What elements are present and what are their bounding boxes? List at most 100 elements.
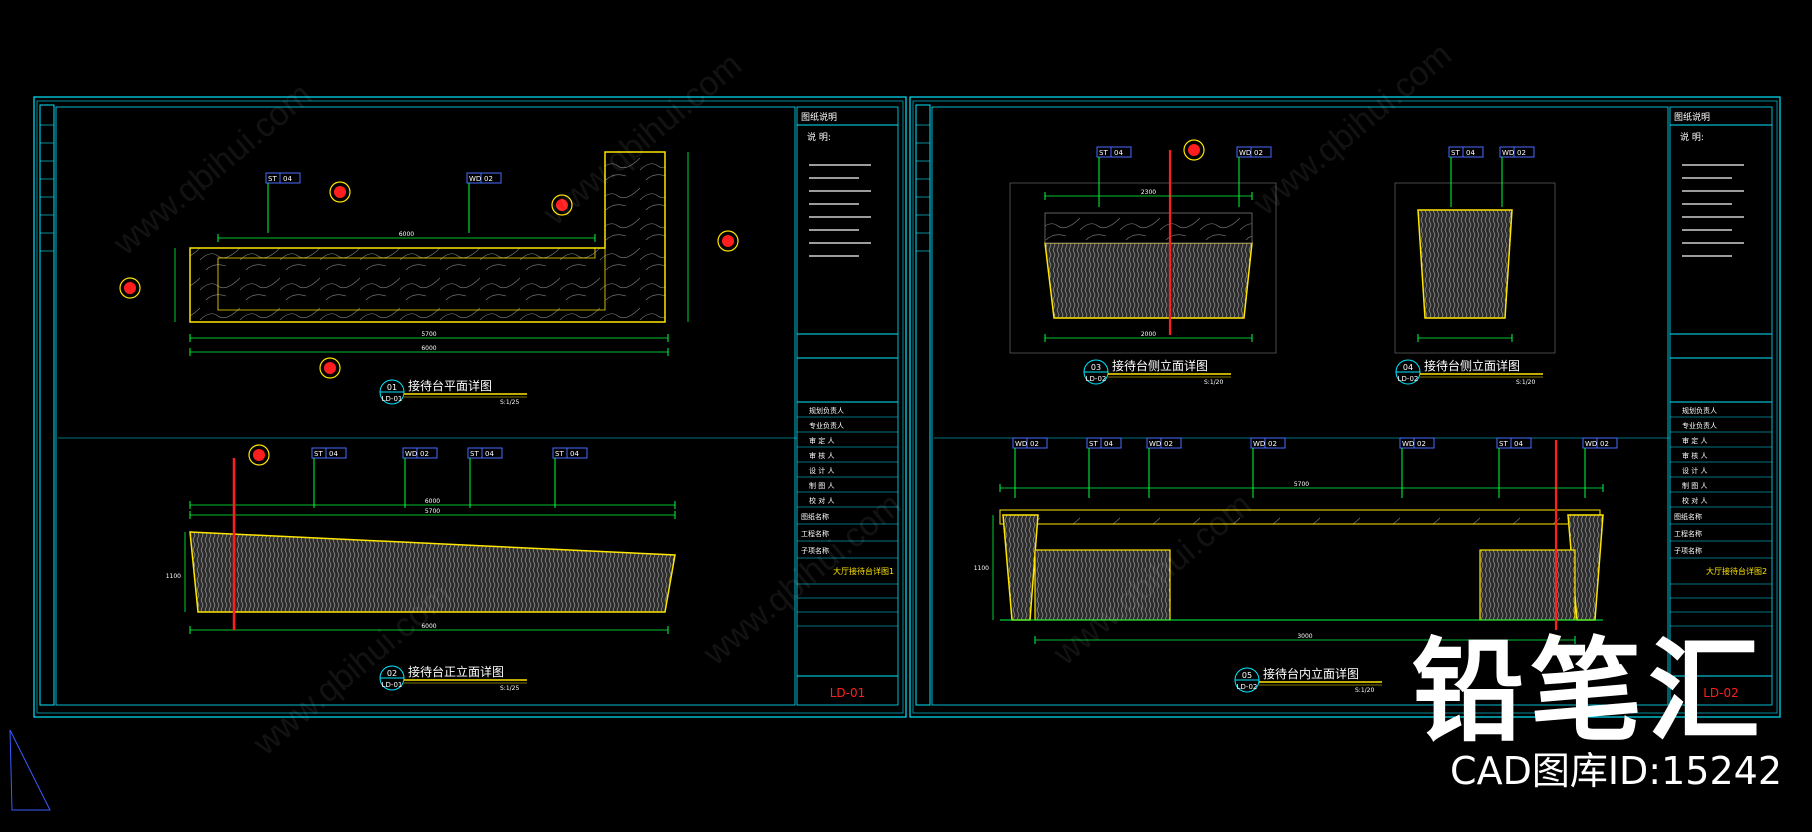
notes-header: 图纸说明: [801, 111, 837, 123]
left-drawer-cabinet: [1034, 549, 1171, 621]
material-tag-box: [1086, 437, 1122, 449]
section-mark-core: [324, 362, 336, 374]
view-number: 02: [387, 669, 397, 678]
view-scale: S:1/20: [1204, 379, 1223, 386]
notes-title: 说 明:: [807, 131, 831, 143]
view-scale: S:1/20: [1516, 379, 1535, 386]
side-elevation-04-body: [1417, 209, 1513, 319]
material-code: ST: [1099, 149, 1108, 157]
dimension-value: 6000: [421, 345, 436, 352]
section-mark-circle: [119, 277, 141, 299]
title-block: [796, 106, 899, 706]
section-mark-circle: [1183, 139, 1205, 161]
dimension-value: 2300: [1141, 189, 1156, 196]
material-number: 02: [1030, 440, 1039, 448]
view-scale: S:1/25: [500, 399, 519, 406]
title-block-row-label: 设 计 人: [809, 466, 834, 475]
title-block-row-label: 规划负责人: [1682, 406, 1717, 415]
dimension-value: 6000: [399, 231, 414, 238]
dimension-value: 6000: [421, 623, 436, 630]
material-code: ST: [314, 450, 323, 458]
material-tag-box: [466, 172, 502, 184]
material-number: 02: [1600, 440, 1609, 448]
left-end-panel: [1002, 514, 1039, 621]
material-code: WD: [1015, 440, 1027, 448]
material-code: WD: [1502, 149, 1514, 157]
drawing-name: 大厅接待台详图2: [1706, 566, 1767, 576]
material-code: WD: [1149, 440, 1161, 448]
title-block-row-label: 专业负责人: [1682, 421, 1717, 430]
reception-desk-plan-outline: [189, 151, 666, 323]
title-block-row-label: 校 对 人: [809, 496, 834, 505]
material-code: WD: [1253, 440, 1265, 448]
material-tag-box: [311, 447, 347, 459]
material-tag-box: [265, 172, 301, 184]
material-code: WD: [405, 450, 417, 458]
material-code: ST: [268, 175, 277, 183]
reception-desk-plan-inner: [217, 247, 606, 311]
section-mark-circle: [551, 194, 573, 216]
section-mark-core: [334, 186, 346, 198]
material-code: WD: [469, 175, 481, 183]
material-number: 04: [1514, 440, 1523, 448]
view-sheet-ref: LD-02: [1398, 375, 1419, 383]
material-tag-box: [1496, 437, 1532, 449]
view-scale: S:1/25: [500, 685, 519, 692]
view-title: 接待台正立面详图: [408, 664, 504, 679]
view-number: 03: [1091, 363, 1101, 372]
title-block-row-label: 制 图 人: [809, 481, 834, 490]
material-number: 04: [1466, 149, 1475, 157]
section-mark-circle: [717, 230, 739, 252]
notes-title: 说 明:: [1680, 131, 1704, 143]
material-number: 02: [1268, 440, 1277, 448]
sheet-outer-frame: [33, 96, 907, 718]
dimension-value: 1100: [974, 565, 989, 572]
material-number: 04: [1104, 440, 1113, 448]
material-code: ST: [1451, 149, 1460, 157]
project-row-label: 工程名称: [801, 529, 829, 538]
counter-top: [999, 509, 1601, 525]
section-mark-core: [124, 282, 136, 294]
material-number: 04: [283, 175, 292, 183]
dimension-value: 1100: [166, 573, 181, 580]
title-block-row-label: 设 计 人: [1682, 466, 1707, 475]
material-tag-box: [1096, 146, 1132, 158]
side-elevation-03-body: [1044, 242, 1253, 319]
notes-header: 图纸说明: [1674, 111, 1710, 123]
material-number: 04: [570, 450, 579, 458]
material-number: 02: [1417, 440, 1426, 448]
dimension-value: 5700: [425, 508, 440, 515]
title-block-row-label: 审 核 人: [809, 451, 834, 460]
section-mark-core: [1188, 144, 1200, 156]
drawing-number: LD-01: [830, 686, 866, 700]
material-tag-box: [1499, 146, 1535, 158]
material-tag: ST 04: [1086, 437, 1122, 449]
view-title: 接待台侧立面详图: [1424, 358, 1520, 373]
material-number: 02: [1254, 149, 1263, 157]
title-block: [1669, 106, 1773, 706]
drawing-area-frame: [55, 106, 796, 706]
dimension-value: 5700: [421, 331, 436, 338]
material-number: 04: [1114, 149, 1123, 157]
material-number: 02: [1517, 149, 1526, 157]
drawing-number: LD-02: [1703, 686, 1739, 700]
material-tag: ST 04: [1448, 146, 1484, 158]
dimension-value: 3000: [1297, 633, 1312, 640]
title-block-row-label: 校 对 人: [1682, 496, 1707, 505]
sheet-inner-frame: [36, 100, 904, 714]
binding-strip: [39, 104, 55, 706]
section-mark-circle: [329, 181, 351, 203]
material-code: ST: [1089, 440, 1098, 448]
side-elevation-03-frame: [1009, 182, 1277, 354]
material-tag: ST 04: [1096, 146, 1132, 158]
dimension-value: 6000: [425, 498, 440, 505]
material-tag-box: [552, 447, 588, 459]
watermark-brand-logo: 铅笔汇: [1412, 627, 1766, 757]
title-block-row-label: 规划负责人: [809, 406, 844, 415]
material-number: 02: [484, 175, 493, 183]
